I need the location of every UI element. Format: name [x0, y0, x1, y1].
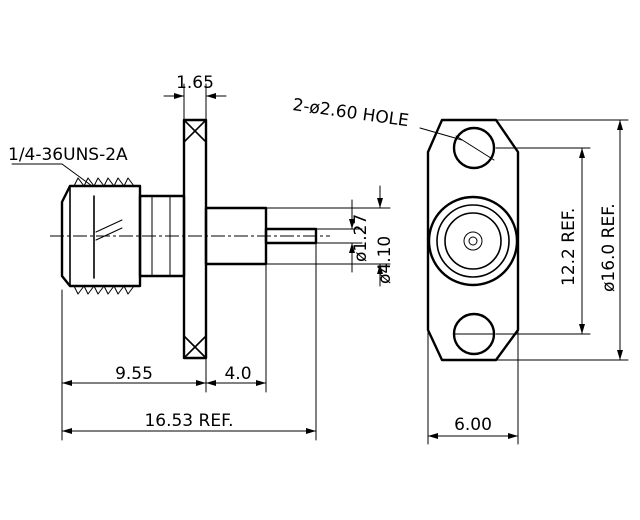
- overall-length-label: 16.53 REF.: [144, 411, 233, 431]
- flange: [182, 118, 208, 360]
- front-flange-outline: [426, 118, 520, 362]
- dim-hole-spacing: 12.2 REF.: [495, 147, 591, 335]
- pin-diameter-label: ø1.27: [351, 214, 371, 262]
- length-a-label: 9.55: [115, 364, 153, 384]
- thread-callout: 1/4-36UNS-2A: [8, 145, 128, 187]
- length-b-label: 4.0: [224, 364, 251, 384]
- hole-spacing-label: 12.2 REF.: [559, 208, 579, 286]
- dim-lengths: 9.55 4.0 16.53 REF.: [61, 242, 317, 441]
- threaded-body: [60, 177, 142, 295]
- dim-diameters: ø1.27 ø4.10: [265, 185, 395, 287]
- side-view: 1.65 1/4-36UNS-2A ø1.27 ø4.10: [8, 73, 395, 441]
- dim-flange-width: 6.00: [427, 329, 519, 445]
- front-connector-face: [427, 195, 519, 287]
- mounting-hole-bottom: [452, 312, 496, 356]
- dim-flange-thickness: 1.65: [163, 73, 227, 121]
- thread-spec-label: 1/4-36UNS-2A: [8, 145, 128, 165]
- center-pin: [264, 227, 318, 245]
- dim-flange-height: ø16.0 REF.: [495, 119, 629, 361]
- flange-thickness-label: 1.65: [176, 73, 214, 93]
- body-diameter-label: ø4.10: [375, 236, 395, 284]
- front-view: 2-ø2.60 HOLE 12.2 REF. ø16.0 REF. 6.00: [291, 95, 629, 445]
- flange-height-label: ø16.0 REF.: [599, 203, 619, 292]
- flange-width-label: 6.00: [454, 415, 492, 435]
- hole-note-label: 2-ø2.60 HOLE: [291, 95, 410, 131]
- mounting-hole-top: [452, 126, 496, 170]
